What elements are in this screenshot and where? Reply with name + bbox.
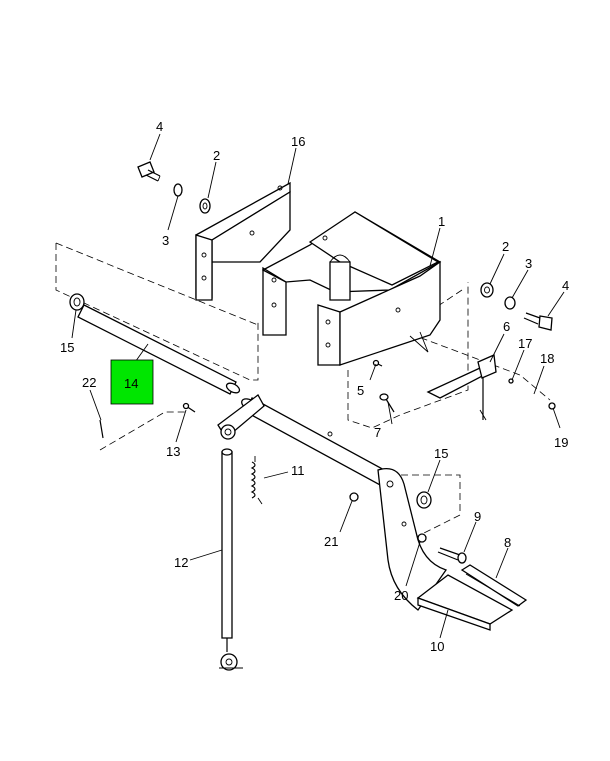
screw-part-5 <box>372 359 383 367</box>
pin-part-13 <box>182 402 196 413</box>
callout-20: 20 <box>394 588 408 603</box>
nut-part-20 <box>417 533 427 543</box>
callout-2-right: 2 <box>502 239 509 254</box>
callout-6: 6 <box>503 319 510 334</box>
nut-part-21 <box>349 492 359 502</box>
switch-part-6 <box>426 354 497 421</box>
lockwasher-part-3-left <box>173 183 183 197</box>
bolt-part-9 <box>437 547 467 564</box>
leader-lines <box>71 133 565 639</box>
bushing-part-15-right <box>416 491 432 509</box>
highlight-box-14 <box>110 359 154 405</box>
callout-16: 16 <box>291 134 305 149</box>
bolt-part-4-right <box>523 312 553 331</box>
callout-3-left: 3 <box>162 233 169 248</box>
cotter-pin-part-22 <box>99 419 104 439</box>
pedal-pad-part-8 <box>460 564 528 607</box>
callout-8: 8 <box>504 535 511 550</box>
callout-11: 11 <box>291 463 305 478</box>
lockwasher-part-3-right <box>504 296 516 310</box>
clip-part-19 <box>548 402 556 410</box>
callout-21: 21 <box>324 534 338 549</box>
spring-part-11 <box>250 456 263 505</box>
bolt-part-4-left <box>137 161 161 182</box>
callout-19: 19 <box>554 435 568 450</box>
washer-part-2-right <box>480 282 494 298</box>
callout-22: 22 <box>82 375 96 390</box>
callout-4-left: 4 <box>156 119 163 134</box>
callout-1: 1 <box>438 214 445 229</box>
callout-13: 13 <box>166 444 180 459</box>
callout-12: 12 <box>174 555 188 570</box>
callout-14: 14 <box>124 376 138 391</box>
bushing-part-15-left <box>69 293 85 311</box>
assembly-dash-lines <box>55 242 551 541</box>
callout-10: 10 <box>430 639 444 654</box>
callout-15-left: 15 <box>60 340 74 355</box>
callout-2-left: 2 <box>213 148 220 163</box>
callout-17: 17 <box>518 336 532 351</box>
rod-part-12 <box>219 448 243 671</box>
pin-part-7 <box>379 393 395 413</box>
callout-9: 9 <box>474 509 481 524</box>
callout-15-right: 15 <box>434 446 448 461</box>
callout-3-right: 3 <box>525 256 532 271</box>
washer-part-2-left <box>199 198 211 214</box>
bracket-part-16 <box>195 181 291 301</box>
callout-7: 7 <box>374 425 381 440</box>
callout-labels: 4 2 3 16 1 2 3 4 5 6 17 18 19 7 15 14 22… <box>60 119 569 654</box>
callout-5: 5 <box>357 383 364 398</box>
shaft-part-14 <box>77 304 241 395</box>
bracket-assembly-part-1 <box>262 211 442 366</box>
pedal-arm-part-10 <box>377 467 514 631</box>
callout-18: 18 <box>540 351 554 366</box>
callout-4-right: 4 <box>562 278 569 293</box>
